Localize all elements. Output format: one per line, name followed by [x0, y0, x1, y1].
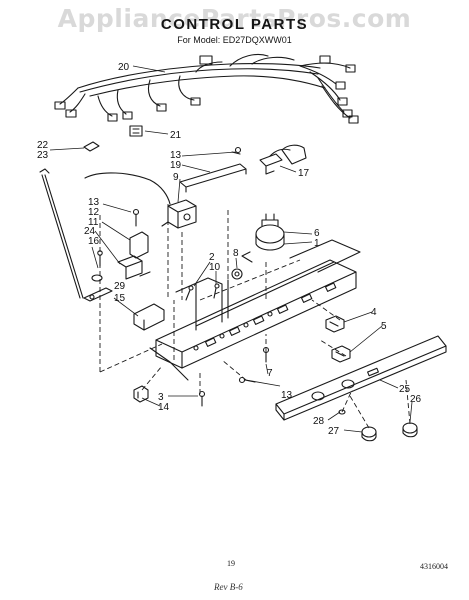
callout-29: 29	[114, 281, 126, 292]
callout-14: 14	[158, 402, 170, 413]
control-housing-part	[149, 239, 361, 381]
clip-part	[129, 125, 143, 137]
callout-20: 20	[118, 62, 130, 73]
callout-13-top: 13	[170, 150, 182, 161]
callout-22: 22	[37, 140, 49, 151]
callout-19: 19	[170, 160, 182, 171]
callout-5: 5	[381, 321, 387, 332]
callout-15: 15	[114, 293, 126, 304]
callout-17: 17	[298, 168, 310, 179]
mounting-bracket-part	[133, 303, 165, 331]
callout-labels: 20 21 22 23 13 19 9 17 13 12 11 24 16 6 …	[37, 62, 422, 437]
thermostat-part	[84, 172, 197, 229]
retainer-clip-part	[133, 385, 149, 403]
callout-2: 2	[209, 252, 215, 263]
knob-parts	[338, 409, 418, 442]
callout-9: 9	[173, 172, 179, 183]
model-line: For Model: ED27DQXWW01	[177, 35, 292, 45]
callout-26: 26	[410, 394, 422, 405]
page-number: 19	[227, 559, 235, 568]
callout-10: 10	[209, 262, 221, 273]
callout-21: 21	[170, 130, 182, 141]
callout-13-bottom: 13	[281, 390, 293, 401]
callout-12: 12	[88, 207, 100, 218]
control-rod-part	[39, 141, 100, 299]
callout-4: 4	[371, 307, 377, 318]
document-number: 4316004	[420, 562, 448, 571]
callout-23: 23	[37, 150, 49, 161]
callout-11: 11	[88, 217, 99, 228]
callout-25: 25	[399, 384, 411, 395]
callout-16: 16	[88, 236, 100, 247]
wire-harness-part	[54, 53, 359, 124]
callout-1: 1	[314, 238, 320, 249]
cold-control-part	[241, 213, 285, 263]
callout-3: 3	[158, 392, 164, 403]
callout-6: 6	[314, 228, 320, 239]
callout-24: 24	[84, 226, 96, 237]
callout-8: 8	[233, 248, 239, 259]
control-panel-part	[275, 335, 447, 421]
light-socket-part	[179, 144, 307, 193]
callout-7: 7	[267, 368, 273, 379]
alignment-lines	[99, 204, 411, 429]
diagram-title: CONTROL PARTS	[160, 16, 309, 33]
callout-28: 28	[313, 416, 325, 427]
callout-27: 27	[328, 426, 340, 437]
grommet-part	[231, 268, 243, 280]
callout-leaders	[49, 65, 413, 433]
switch-parts	[325, 315, 351, 363]
revision-mark: Rev B-6	[214, 582, 243, 592]
watermark: AppliancePartsPros.com	[57, 4, 412, 33]
callout-13-left: 13	[88, 197, 100, 208]
